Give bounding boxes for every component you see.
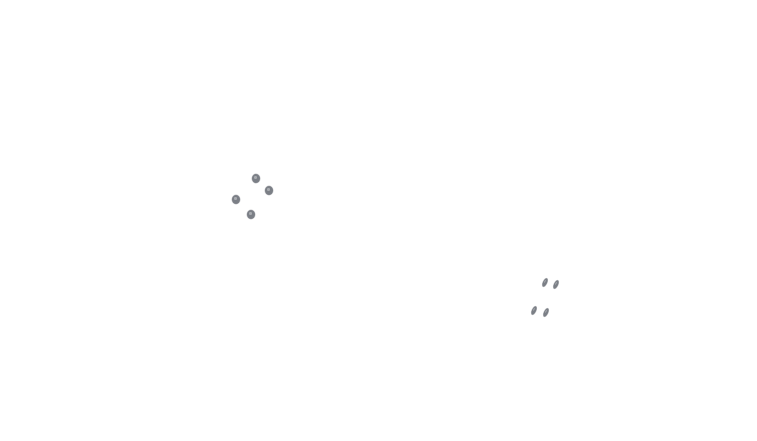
- dot: [252, 174, 260, 183]
- dot: [265, 186, 273, 195]
- dot: [232, 195, 240, 204]
- dot: [552, 279, 560, 290]
- dot: [247, 210, 255, 219]
- dot: [541, 277, 549, 288]
- four-slanted-dots-icon: [526, 272, 566, 320]
- dot: [530, 305, 538, 316]
- dot: [542, 307, 550, 318]
- four-dots-icon: [228, 170, 280, 222]
